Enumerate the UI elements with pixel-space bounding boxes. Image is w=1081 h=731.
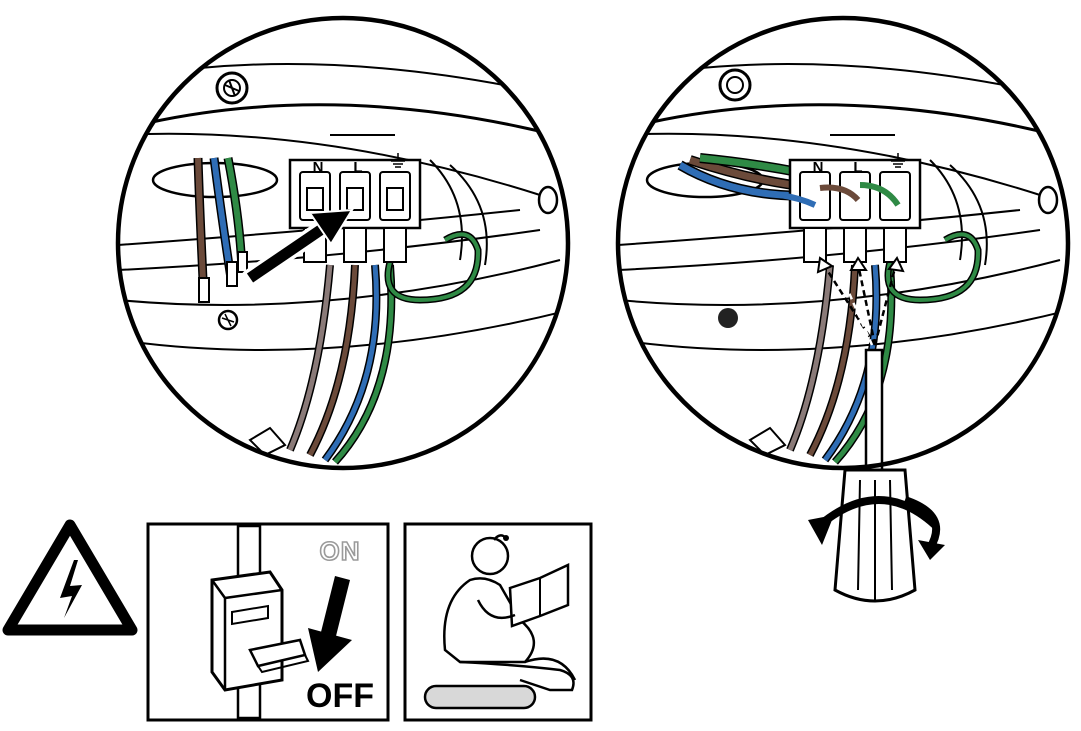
rotation-arrow-icon	[808, 496, 945, 560]
terminal-label-neutral: N	[813, 159, 824, 176]
screw-icon	[217, 309, 239, 331]
ground-symbol-icon	[391, 153, 405, 168]
wire-insertion-detail: N L	[115, 15, 571, 471]
screwdriver-icon	[833, 348, 917, 603]
terminal-label-live: L	[853, 159, 862, 176]
terminal-label-live: L	[353, 159, 362, 176]
hole-icon	[718, 308, 738, 328]
arrow-down-icon	[308, 576, 352, 672]
on-label: ON	[320, 536, 361, 566]
screw-icon	[718, 68, 752, 102]
screw-tightening-detail: N L	[615, 15, 1071, 603]
terminal-block-icon: N L	[779, 134, 922, 263]
screw-icon	[215, 71, 249, 105]
insert-arrow-icon	[241, 208, 354, 287]
tighten-arrows	[820, 261, 898, 346]
arrowheads	[816, 256, 905, 274]
ground-symbol-icon	[891, 153, 905, 168]
terminal-label-neutral: N	[313, 159, 324, 176]
screw-icon	[1037, 185, 1059, 215]
screw-icon	[537, 185, 559, 215]
electric-shock-warning-icon	[2, 519, 138, 636]
read-manual-icon	[403, 522, 593, 722]
switch-off-breaker-icon: ON OFF	[146, 522, 390, 722]
off-label: OFF	[306, 677, 374, 715]
